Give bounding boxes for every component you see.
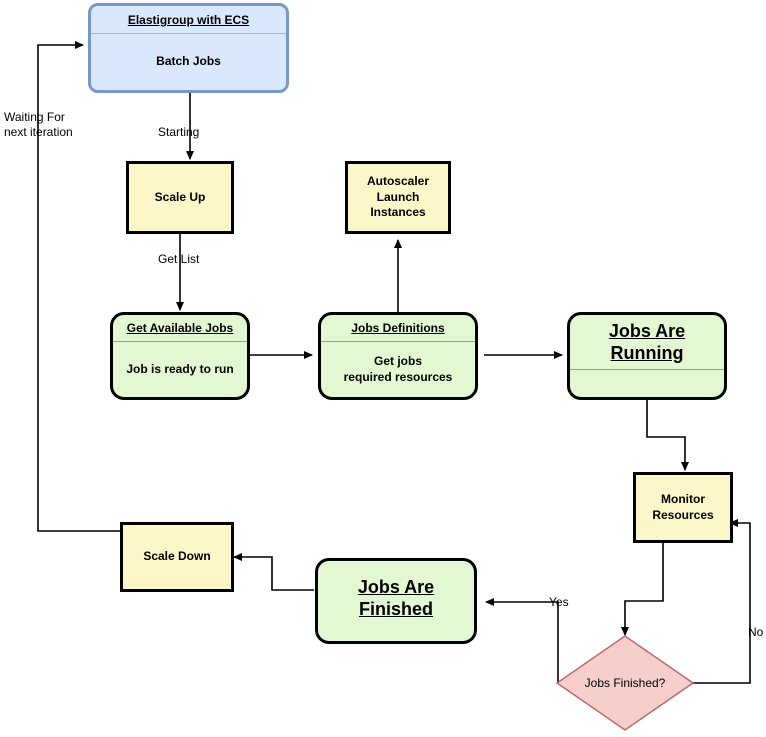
jobs-are-finished-header: Jobs Are Finished — [357, 577, 435, 619]
jobs-definitions-divider — [321, 341, 475, 342]
node-scale-up[interactable]: Scale Up — [126, 161, 234, 234]
elastigroup-divider — [91, 33, 286, 34]
edge-decision-yes-to-jobsfinished — [485, 598, 559, 683]
edge-decision-no-to-monitorresources — [693, 519, 751, 684]
jobs-finished-decision-label: Jobs Finished? — [584, 676, 666, 690]
jobs-are-running-divider — [570, 369, 724, 371]
node-monitor-resources[interactable]: Monitor Resources — [633, 472, 733, 543]
scale-down-label: Scale Down — [143, 549, 211, 564]
node-elastigroup-with-ecs[interactable]: Elastigroup with ECS Batch Jobs — [88, 3, 289, 93]
monitor-resources-label: Monitor Resources — [652, 491, 714, 522]
jobs-definitions-body: Get jobs required resources — [343, 353, 453, 384]
edge-label-yes: Yes — [549, 595, 569, 609]
edge-monitorresources-to-decision — [621, 543, 664, 636]
jobs-definitions-header: Jobs Definitions — [351, 321, 445, 335]
node-jobs-are-running[interactable]: Jobs Are Running — [567, 312, 727, 400]
elastigroup-header: Elastigroup with ECS — [127, 13, 250, 27]
get-available-jobs-header: Get Available Jobs — [126, 321, 234, 335]
node-get-available-jobs[interactable]: Get Available Jobs Job is ready to run — [110, 312, 250, 400]
node-jobs-definitions[interactable]: Jobs Definitions Get jobs required resou… — [318, 312, 478, 400]
elastigroup-body: Batch Jobs — [156, 54, 221, 69]
jobs-are-running-body — [570, 370, 724, 397]
node-autoscaler-launch-instances[interactable]: Autoscaler Launch Instances — [345, 161, 451, 234]
node-scale-down[interactable]: Scale Down — [120, 522, 234, 592]
autoscaler-label: Autoscaler Launch Instances — [366, 174, 430, 220]
jobs-are-running-header: Jobs Are Running — [608, 321, 686, 363]
get-available-jobs-divider — [113, 341, 247, 342]
edge-label-starting: Starting — [158, 125, 200, 139]
node-jobs-are-finished[interactable]: Jobs Are Finished — [315, 558, 477, 644]
jobs-are-finished-body — [318, 625, 474, 641]
edge-jobsfinished-to-scaledown — [233, 553, 314, 591]
edge-label-no: No — [748, 625, 764, 639]
edge-jobsrunning-to-monitorresources — [646, 399, 689, 471]
get-available-jobs-body: Job is ready to run — [126, 361, 234, 376]
edge-label-waiting-for-next-iteration: Waiting For next iteration — [4, 110, 73, 139]
node-jobs-finished-decision[interactable]: Jobs Finished? — [557, 636, 693, 730]
edge-label-get-list: Get List — [158, 252, 200, 266]
scale-up-label: Scale Up — [154, 189, 206, 204]
